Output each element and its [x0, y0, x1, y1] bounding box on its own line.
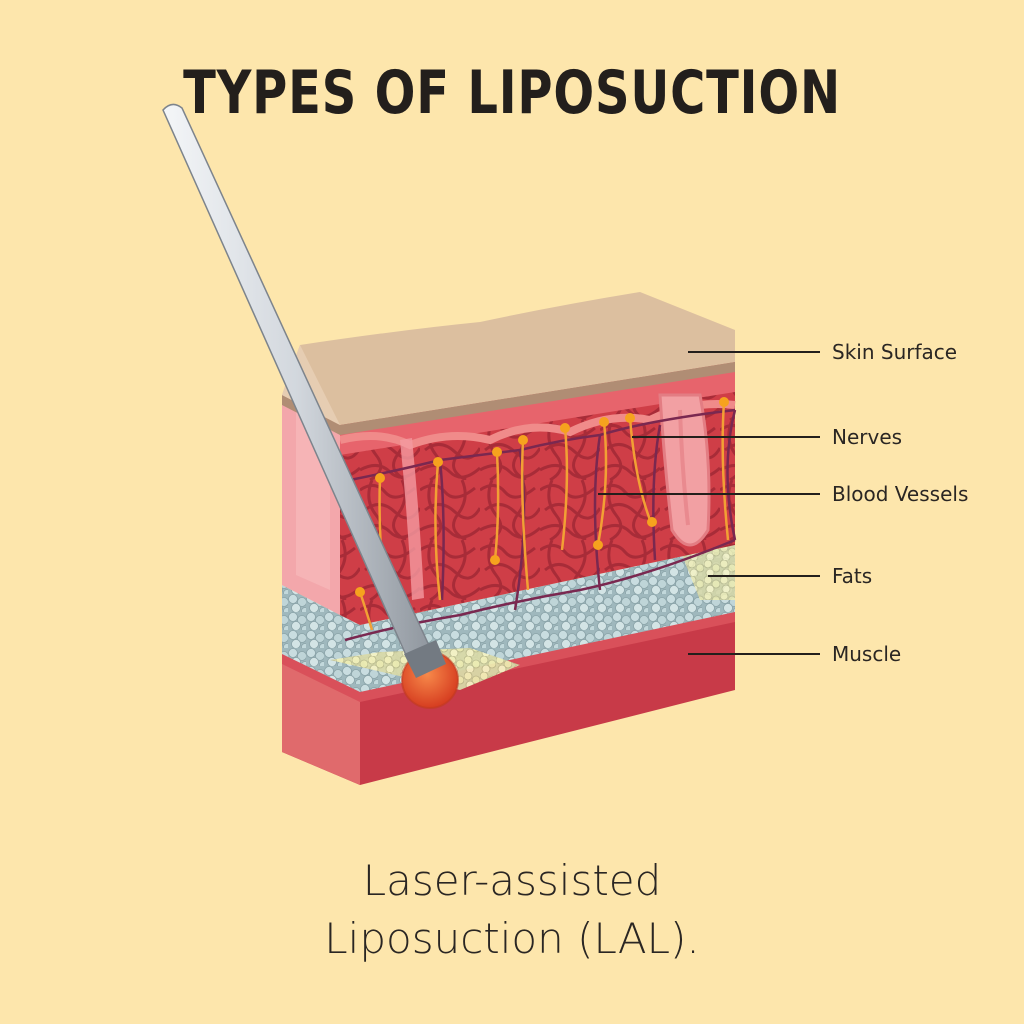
- caption-line-1: Laser-assisted: [362, 856, 662, 905]
- label-fats: Fats: [832, 564, 872, 588]
- label-nerves: Nerves: [832, 425, 902, 449]
- label-lines: [598, 351, 820, 655]
- caption-line-2: Liposuction (LAL).: [324, 914, 700, 963]
- nerves: [355, 397, 730, 631]
- label-muscle: Muscle: [832, 642, 901, 666]
- muscle-layer: [282, 610, 735, 785]
- page-title: TYPES OF LIPOSUCTION: [183, 58, 841, 128]
- label-skin-surface: Skin Surface: [832, 340, 957, 364]
- caption: Laser-assisted Liposuction (LAL).: [0, 852, 1024, 968]
- laser-probe: [162, 103, 459, 709]
- label-blood-vessels: Blood Vessels: [832, 482, 968, 506]
